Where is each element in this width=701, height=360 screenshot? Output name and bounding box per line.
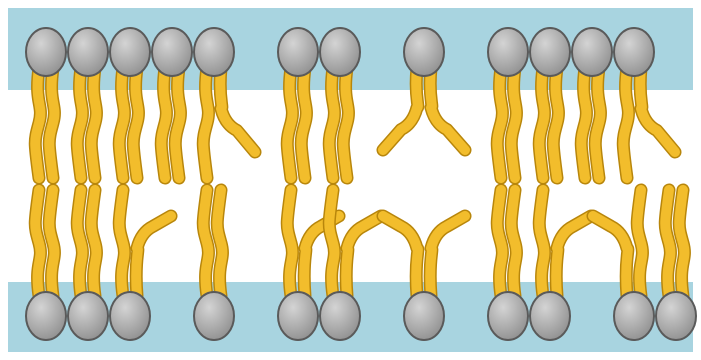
lipid-head [320, 292, 360, 340]
lipid-head [404, 28, 444, 76]
lipid-tail [511, 68, 516, 178]
lipid-tail [203, 68, 208, 178]
lipid-head [152, 28, 192, 76]
lipid-tail [49, 68, 54, 178]
lipid-head [278, 28, 318, 76]
lipid-tail [581, 68, 586, 178]
lipid-tail [539, 68, 544, 178]
lipid-tail [343, 68, 348, 178]
lipid-tail [91, 68, 96, 178]
lipid-tail [637, 190, 642, 296]
lipid-head [404, 292, 444, 340]
lipid-tail [287, 68, 292, 178]
lipid-tail [497, 190, 502, 296]
lipid-tail [175, 68, 180, 178]
lipid-tail [665, 190, 670, 296]
lipid-head [572, 28, 612, 76]
lipid-head [530, 292, 570, 340]
lipid-tail [217, 190, 222, 296]
lipid-tail [203, 190, 208, 296]
lipid-head [488, 28, 528, 76]
lipid-head [110, 292, 150, 340]
lipid-tail [161, 68, 166, 178]
lipid-tail [623, 68, 628, 178]
lipid-head [68, 292, 108, 340]
lipid-head [68, 28, 108, 76]
lipid-tail [77, 190, 82, 296]
lipid-tail [329, 190, 334, 296]
lipid-tail [595, 68, 600, 178]
lipid-head [26, 28, 66, 76]
lipid-tail [497, 68, 502, 178]
lipid-tail [91, 190, 96, 296]
lipid-head [110, 28, 150, 76]
lipid-head [656, 292, 696, 340]
lipid-tail [35, 68, 40, 178]
lipid-head [320, 28, 360, 76]
lipid-tail [133, 68, 138, 178]
lipid-head [26, 292, 66, 340]
lipid-tail [287, 190, 292, 296]
lipid-head [530, 28, 570, 76]
lipid-tail [49, 190, 54, 296]
lipid-tail [539, 190, 544, 296]
lipid-tail [77, 68, 82, 178]
lipid-tail [119, 68, 124, 178]
lipid-head [488, 292, 528, 340]
lipid-head [194, 28, 234, 76]
lipid-head [614, 28, 654, 76]
lipid-tail [301, 68, 306, 178]
lipid-tail [553, 68, 558, 178]
lipid-head [278, 292, 318, 340]
lipid-tail [679, 190, 684, 296]
lipid-head [194, 292, 234, 340]
lipid-head [614, 292, 654, 340]
lipid-tail [329, 68, 334, 178]
lipid-tail [35, 190, 40, 296]
lipid-tail [119, 190, 124, 296]
lipid-tail [511, 190, 516, 296]
